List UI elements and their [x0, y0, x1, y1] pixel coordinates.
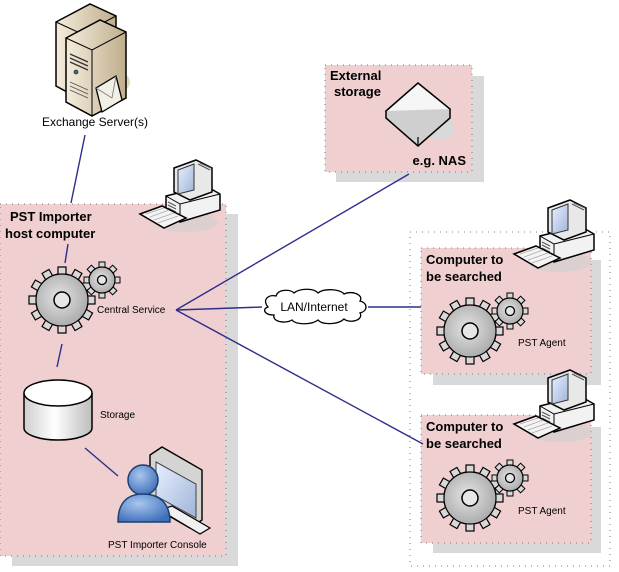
- agent1-title-line1: Computer to: [426, 252, 503, 267]
- central-service-label: Central Service: [97, 305, 166, 316]
- user-at-monitor-icon: [117, 446, 212, 535]
- console-label: PST Importer Console: [108, 540, 207, 551]
- agent2-title-line1: Computer to: [426, 419, 503, 434]
- cloud-icon[interactable]: [263, 288, 367, 325]
- agent2-title-line2: be searched: [426, 436, 502, 451]
- storage-label: Storage: [100, 410, 135, 421]
- agent2-label: PST Agent: [518, 506, 566, 517]
- database-icon: [23, 379, 93, 441]
- connector-service-agent2: [175, 309, 424, 445]
- connector-exchange-host: [70, 134, 86, 204]
- host-zone: [0, 203, 238, 566]
- connector-storage-console: [84, 447, 119, 477]
- external-storage-title-line1: External: [330, 68, 381, 83]
- nas-caption: e.g. NAS: [413, 153, 467, 168]
- agent1-title-line2: be searched: [426, 269, 502, 284]
- exchange-server-label: Exchange Server(s): [42, 115, 148, 129]
- connectors: [56, 134, 424, 477]
- desktop-computer-icon: [139, 159, 221, 233]
- server-with-mail-icon: [55, 3, 130, 117]
- agent1-label: PST Agent: [518, 338, 566, 349]
- host-title-line2: host computer: [5, 226, 95, 241]
- connector-service-storage: [56, 343, 63, 368]
- lan-internet-label: LAN/Internet: [280, 300, 348, 314]
- connector-title-gears: [64, 243, 69, 264]
- external-storage-title-line2: storage: [334, 84, 381, 99]
- connector-service-lan: [175, 306, 263, 311]
- agent-zone-2: [420, 414, 601, 553]
- nas-device-icon: [384, 82, 454, 147]
- connector-service-nas: [175, 173, 410, 311]
- host-title-line1: PST Importer: [10, 209, 92, 224]
